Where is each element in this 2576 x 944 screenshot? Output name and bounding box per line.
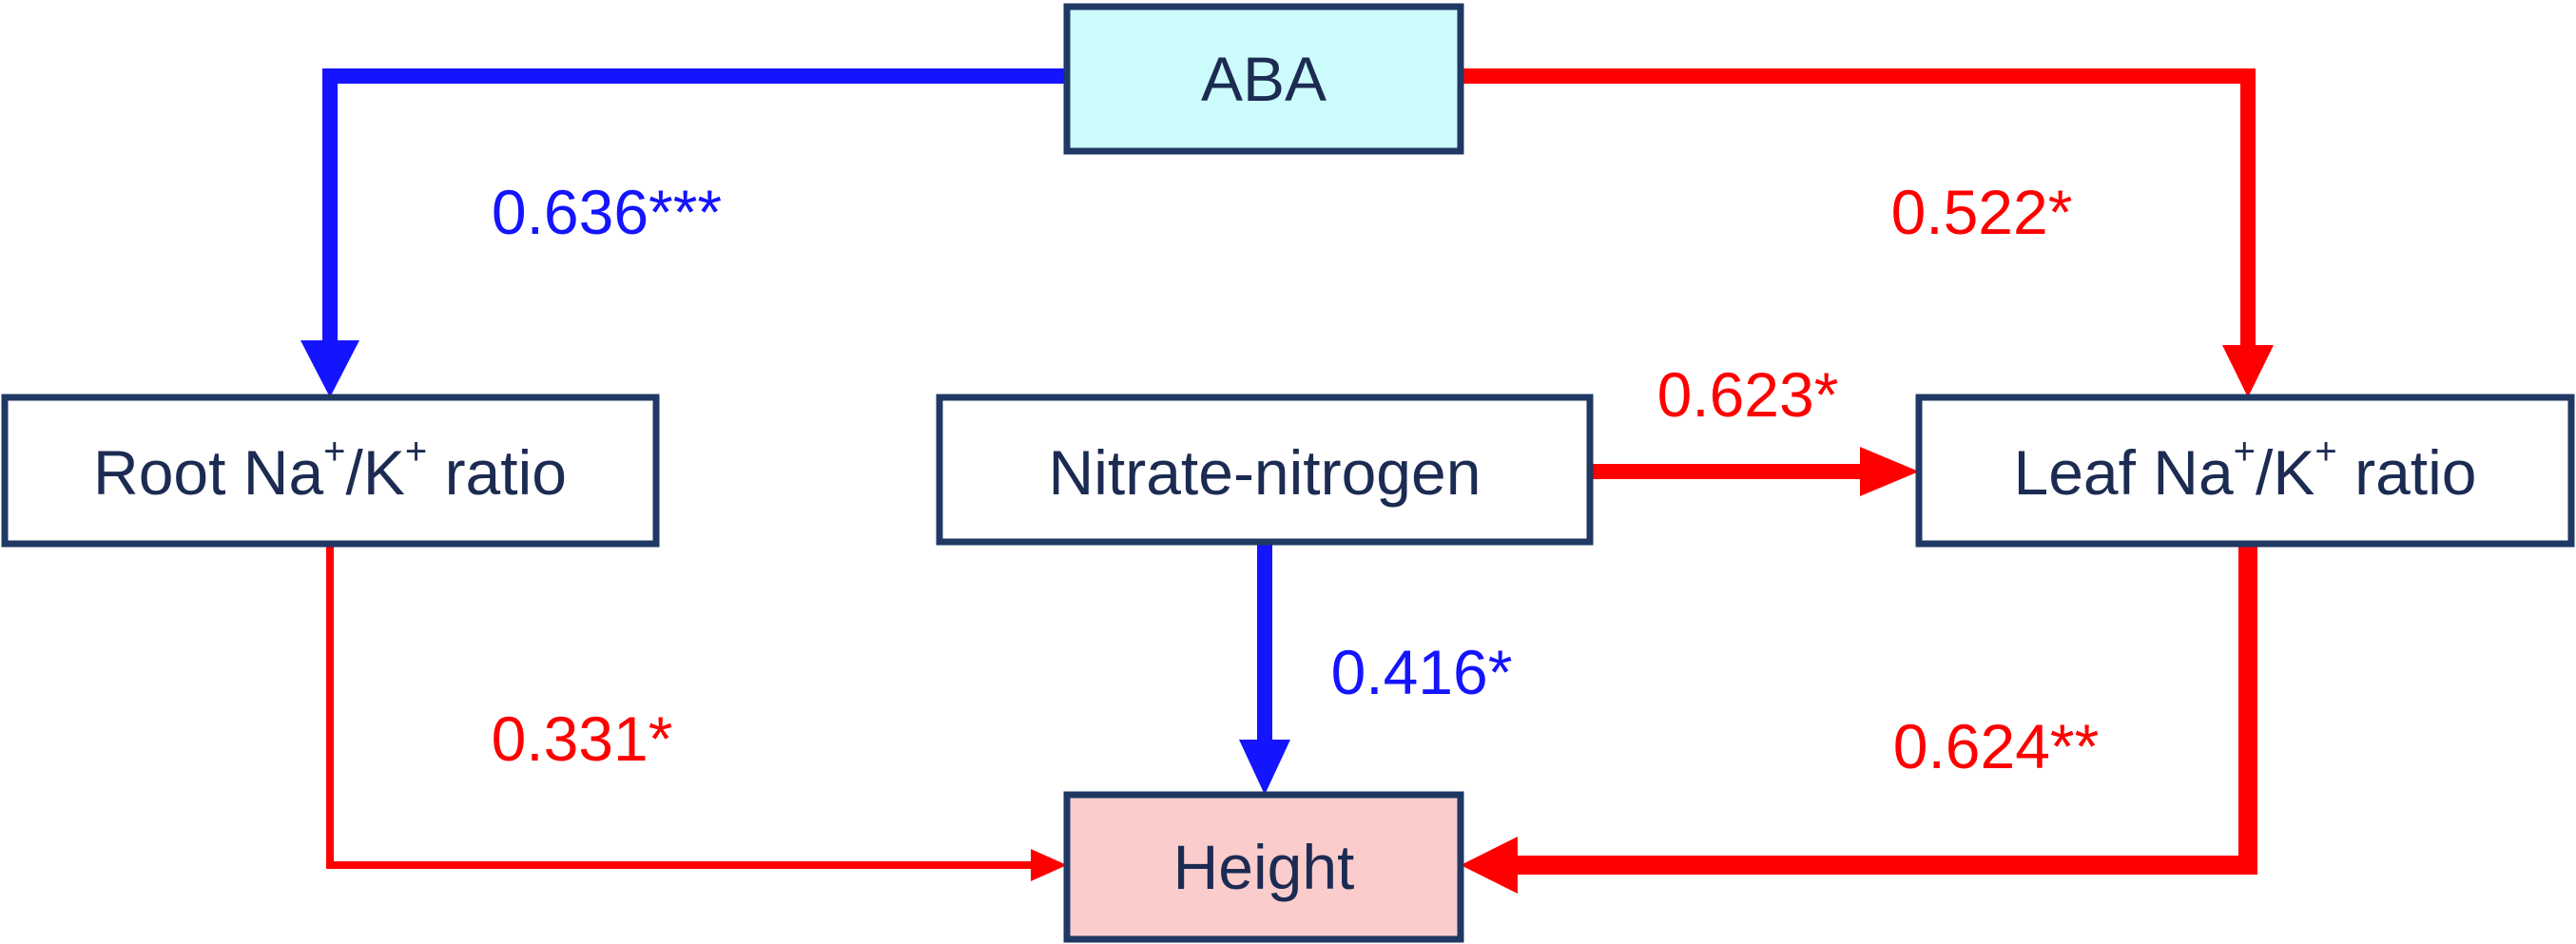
- arrow-aba-to-root: [300, 68, 1067, 397]
- node-aba-box: [1063, 3, 1464, 155]
- node-height-label: Height: [1173, 832, 1355, 902]
- arrow-leaf-to-height-head: [1461, 837, 1518, 894]
- arrow-nitrate-to-leaf-head: [1860, 447, 1919, 496]
- node-leaf-box: [1915, 394, 2575, 548]
- coef-nitrate-to-height: 0.416*: [1331, 637, 1513, 707]
- arrow-root-to-height: [326, 544, 1067, 881]
- node-root-label: Root Na+/K+ ratio: [93, 431, 567, 508]
- node-height: Height: [1063, 791, 1464, 943]
- arrow-aba-to-leaf: [1461, 68, 2274, 397]
- node-aba: ABA: [1063, 3, 1464, 155]
- arrow-nitrate-to-height-head: [1239, 740, 1290, 795]
- coef-leaf-to-height: 0.624**: [1893, 711, 2100, 781]
- arrow-aba-to-root-line: [322, 68, 1067, 342]
- node-aba-label: ABA: [1201, 44, 1327, 114]
- arrow-root-to-height-line: [326, 544, 1036, 869]
- arrow-nitrate-to-leaf: [1590, 447, 1919, 496]
- node-leaf-na-k-ratio: Leaf Na+/K+ ratio: [1915, 394, 2575, 548]
- coef-aba-to-root: 0.636***: [492, 177, 722, 247]
- arrow-leaf-to-height: [1461, 544, 2257, 894]
- arrow-aba-to-root-head: [300, 340, 359, 397]
- node-root-box: [1, 394, 660, 548]
- node-nitrate-box: [936, 394, 1594, 546]
- coef-aba-to-leaf: 0.522*: [1891, 177, 2073, 247]
- node-nitrate-nitrogen: Nitrate-nitrogen: [936, 394, 1594, 546]
- arrow-aba-to-leaf-head: [2222, 345, 2274, 397]
- node-nitrate-label: Nitrate-nitrogen: [1049, 437, 1482, 508]
- arrow-nitrate-to-height: [1239, 542, 1290, 795]
- node-leaf-label: Leaf Na+/K+ ratio: [2014, 431, 2477, 508]
- node-root-na-k-ratio: Root Na+/K+ ratio: [1, 394, 660, 548]
- arrow-root-to-height-head: [1031, 849, 1067, 881]
- coef-root-to-height: 0.331*: [492, 703, 673, 774]
- coef-nitrate-to-leaf: 0.623*: [1657, 359, 1839, 430]
- arrow-aba-to-leaf-line: [1461, 68, 2256, 347]
- node-height-box: [1063, 791, 1464, 943]
- arrow-leaf-to-height-line: [1512, 544, 2257, 875]
